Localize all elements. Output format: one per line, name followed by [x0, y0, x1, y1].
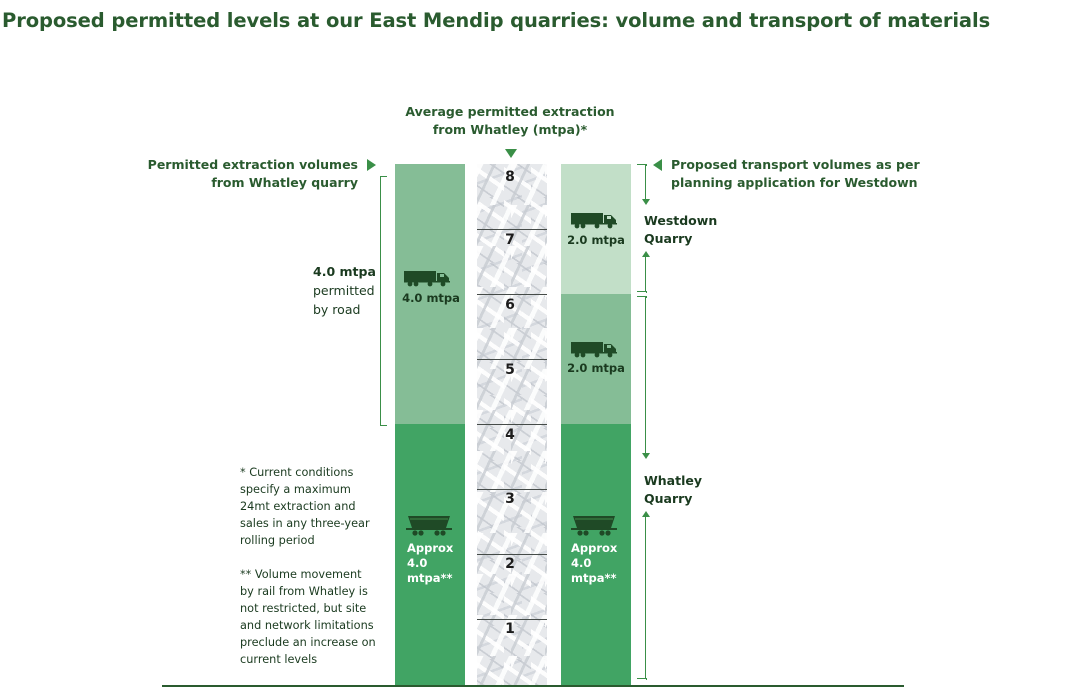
note-line: rolling period — [240, 534, 315, 547]
westdown-bracket-line — [645, 164, 647, 200]
westdown-bracket-line — [645, 256, 647, 292]
whatley-quarry-line: Whatley — [644, 473, 703, 488]
lorry-icon — [571, 342, 617, 358]
road-annotation-line: permitted — [313, 283, 375, 298]
left-header-line: from Whatley quarry — [211, 175, 358, 190]
footnote-rail: ** Volume movement by rail from Whatley … — [240, 566, 390, 668]
westdown-bracket-bottom — [637, 291, 647, 293]
center-header-line: Average permitted extraction — [405, 104, 615, 119]
left-road-value: 4.0 mtpa — [402, 291, 460, 305]
whatley-bracket-line — [645, 296, 647, 454]
scale-tick-line — [477, 489, 547, 490]
scale-label: 1 — [505, 621, 515, 637]
right-rail-line: Approx — [571, 541, 618, 555]
scale-label: 5 — [505, 362, 515, 378]
whatley-rail-segment — [561, 424, 631, 685]
center-pointer-icon — [505, 149, 517, 158]
whatley-quarry-line: Quarry — [644, 491, 693, 506]
scale-label: 7 — [505, 232, 515, 248]
note-line: * Current conditions — [240, 466, 354, 479]
left-header-line: Permitted extraction volumes — [147, 157, 358, 172]
right-rail-value: Approx 4.0 mtpa** — [571, 541, 641, 586]
westdown-segment — [561, 164, 631, 294]
note-line: specify a maximum — [240, 483, 351, 496]
westdown-quarry-line: Westdown — [644, 213, 718, 228]
note-line: preclude an increase on — [240, 636, 376, 649]
whatley-road-segment — [561, 294, 631, 424]
proposed-transport-column — [561, 164, 631, 685]
note-line: ** Volume movement — [240, 568, 362, 581]
note-line: sales in any three-year — [240, 517, 370, 530]
scale-tick-line — [477, 294, 547, 295]
scale-label: 3 — [505, 491, 515, 507]
road-annotation-line: by road — [313, 302, 361, 317]
lorry-icon — [404, 271, 450, 287]
note-line: current levels — [240, 653, 318, 666]
scale-label: 8 — [505, 169, 515, 185]
whatley-bracket-bottom — [637, 678, 647, 680]
arrow-down-icon — [641, 453, 650, 459]
footnote-extraction: * Current conditions specify a maximum 2… — [240, 464, 390, 549]
right-header-line: planning application for Westdown — [671, 175, 918, 190]
rail-wagon-icon — [406, 516, 452, 536]
center-header-line: from Whatley (mtpa)* — [432, 122, 588, 137]
scale-tick-line — [477, 554, 547, 555]
right-header: Proposed transport volumes as per planni… — [671, 156, 951, 192]
left-rail-line: mtpa** — [407, 571, 453, 585]
center-header: Average permitted extraction from Whatle… — [380, 103, 640, 139]
left-rail-line: 4.0 — [407, 556, 428, 570]
road-annotation: 4.0 mtpa permitted by road — [313, 262, 376, 319]
baseline-divider — [162, 685, 904, 687]
whatley-quarry-label: Whatley Quarry — [644, 472, 702, 508]
scale-label: 2 — [505, 556, 515, 572]
scale-label: 6 — [505, 297, 515, 313]
rail-wagon-icon — [571, 516, 617, 536]
right-header-line: Proposed transport volumes as per — [671, 157, 920, 172]
extraction-scale-column: 8 7 6 5 4 3 2 1 — [477, 164, 547, 685]
whatley-road-value: 2.0 mtpa — [567, 361, 625, 375]
right-rail-line: 4.0 — [571, 556, 592, 570]
road-segment — [395, 164, 465, 424]
road-bracket — [380, 176, 387, 426]
left-rail-value: Approx 4.0 mtpa** — [407, 541, 477, 586]
scale-label: 4 — [505, 427, 515, 443]
scale-tick-line — [477, 619, 547, 620]
scale-tick-line — [477, 229, 547, 230]
left-pointer-icon — [367, 159, 376, 171]
westdown-value: 2.0 mtpa — [567, 233, 625, 247]
right-pointer-icon — [653, 159, 662, 171]
page-title: Proposed permitted levels at our East Me… — [2, 9, 991, 32]
permitted-extraction-column — [395, 164, 465, 685]
note-line: not restricted, but site — [240, 602, 367, 615]
arrow-up-icon — [641, 511, 650, 517]
westdown-quarry-line: Quarry — [644, 231, 693, 246]
road-annotation-value: 4.0 mtpa — [313, 264, 376, 279]
arrow-down-icon — [641, 199, 650, 205]
whatley-bracket-line — [645, 516, 647, 679]
note-line: 24mt extraction and — [240, 500, 356, 513]
arrow-up-icon — [641, 251, 650, 257]
left-rail-line: Approx — [407, 541, 454, 555]
note-line: and network limitations — [240, 619, 374, 632]
rail-segment — [395, 424, 465, 685]
lorry-icon — [571, 213, 617, 229]
westdown-bracket-top — [637, 164, 647, 166]
left-header: Permitted extraction volumes from Whatle… — [130, 156, 358, 192]
whatley-bracket-top — [637, 296, 647, 298]
westdown-quarry-label: Westdown Quarry — [644, 212, 717, 248]
scale-tick-line — [477, 359, 547, 360]
right-rail-line: mtpa** — [571, 571, 617, 585]
note-line: by rail from Whatley is — [240, 585, 368, 598]
scale-tick-line — [477, 424, 547, 425]
